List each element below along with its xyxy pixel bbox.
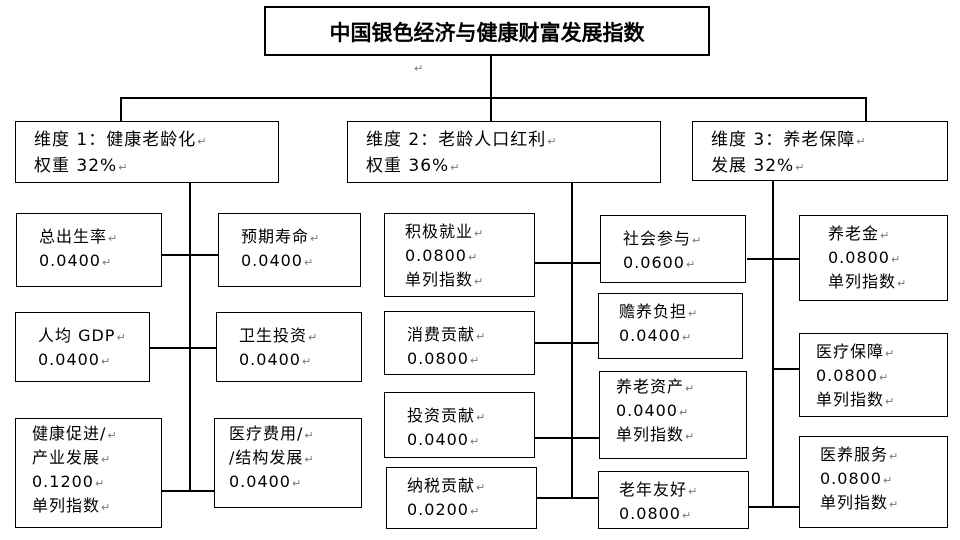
indicator-birth-rate: 总出生率↵ 0.0400↵ <box>16 213 162 287</box>
indicator-medical-cost: 医疗费用/↵ /结构发展↵ 0.0400↵ <box>214 418 362 508</box>
indicator-gdp-per-capita: 人均 GDP↵ 0.0400↵ <box>15 312 150 382</box>
dim3-branch-row1 <box>747 258 799 260</box>
dim3-drop <box>865 97 867 121</box>
paragraph-mark-icon: ↵ <box>414 62 424 75</box>
dim2-branch-row1 <box>535 262 600 264</box>
indicator-social-participation: 社会参与↵ 0.0600↵ <box>600 215 746 283</box>
dim1-branch-row3 <box>162 490 214 492</box>
dim1-branch-row2 <box>150 347 216 349</box>
dimension-1-box: 维度 1：健康老龄化↵ 权重 32%↵ <box>15 121 279 183</box>
indicator-active-employment: 积极就业↵ 0.0800↵ 单列指数↵ <box>384 213 535 297</box>
dim2-branch-row2 <box>535 342 598 344</box>
dim2-branch-row4 <box>537 497 598 499</box>
indicator-medical-security: 医疗保障↵ 0.0800↵ 单列指数↵ <box>799 333 948 417</box>
indicator-elder-friendly: 老年友好↵ 0.0800↵ <box>598 471 749 529</box>
index-title: 中国银色经济与健康财富发展指数 <box>264 6 710 56</box>
indicator-tax: 纳税贡献↵ 0.0200↵ <box>386 467 537 529</box>
indicator-pension-assets: 养老资产↵ 0.0400↵ 单列指数↵ <box>599 371 747 459</box>
title-connector <box>490 56 492 98</box>
dim2-spine <box>571 183 573 497</box>
dim2-branch-row3 <box>535 437 599 439</box>
dim1-branch-row1 <box>162 254 218 256</box>
dim1-spine <box>189 183 191 491</box>
indicator-pension: 养老金↵ 0.0800↵ 单列指数↵ <box>799 215 948 301</box>
indicator-health-promotion: 健康促进/↵ 产业发展↵ 0.1200↵ 单列指数↵ <box>15 418 162 528</box>
dim3-branch-row2 <box>772 368 799 370</box>
dim1-drop <box>120 97 122 121</box>
indicator-consumption: 消费贡献↵ 0.0800↵ <box>384 311 535 375</box>
dim2-drop <box>490 97 492 121</box>
dimension-bus <box>120 97 866 99</box>
indicator-investment: 投资贡献↵ 0.0400↵ <box>384 392 535 458</box>
indicator-life-expectancy: 预期寿命↵ 0.0400↵ <box>218 213 361 287</box>
indicator-health-investment: 卫生投资↵ 0.0400↵ <box>216 312 362 382</box>
dim3-spine <box>772 181 774 507</box>
dimension-2-box: 维度 2：老龄人口红利↵ 权重 36%↵ <box>347 121 661 183</box>
indicator-medical-care-services: 医养服务↵ 0.0800↵ 单列指数↵ <box>799 436 948 528</box>
dimension-3-box: 维度 3：养老保障↵ 发展 32%↵ <box>692 121 948 181</box>
indicator-dependency: 赡养负担↵ 0.0400↵ <box>598 293 743 359</box>
dim3-branch-row3 <box>749 506 799 508</box>
